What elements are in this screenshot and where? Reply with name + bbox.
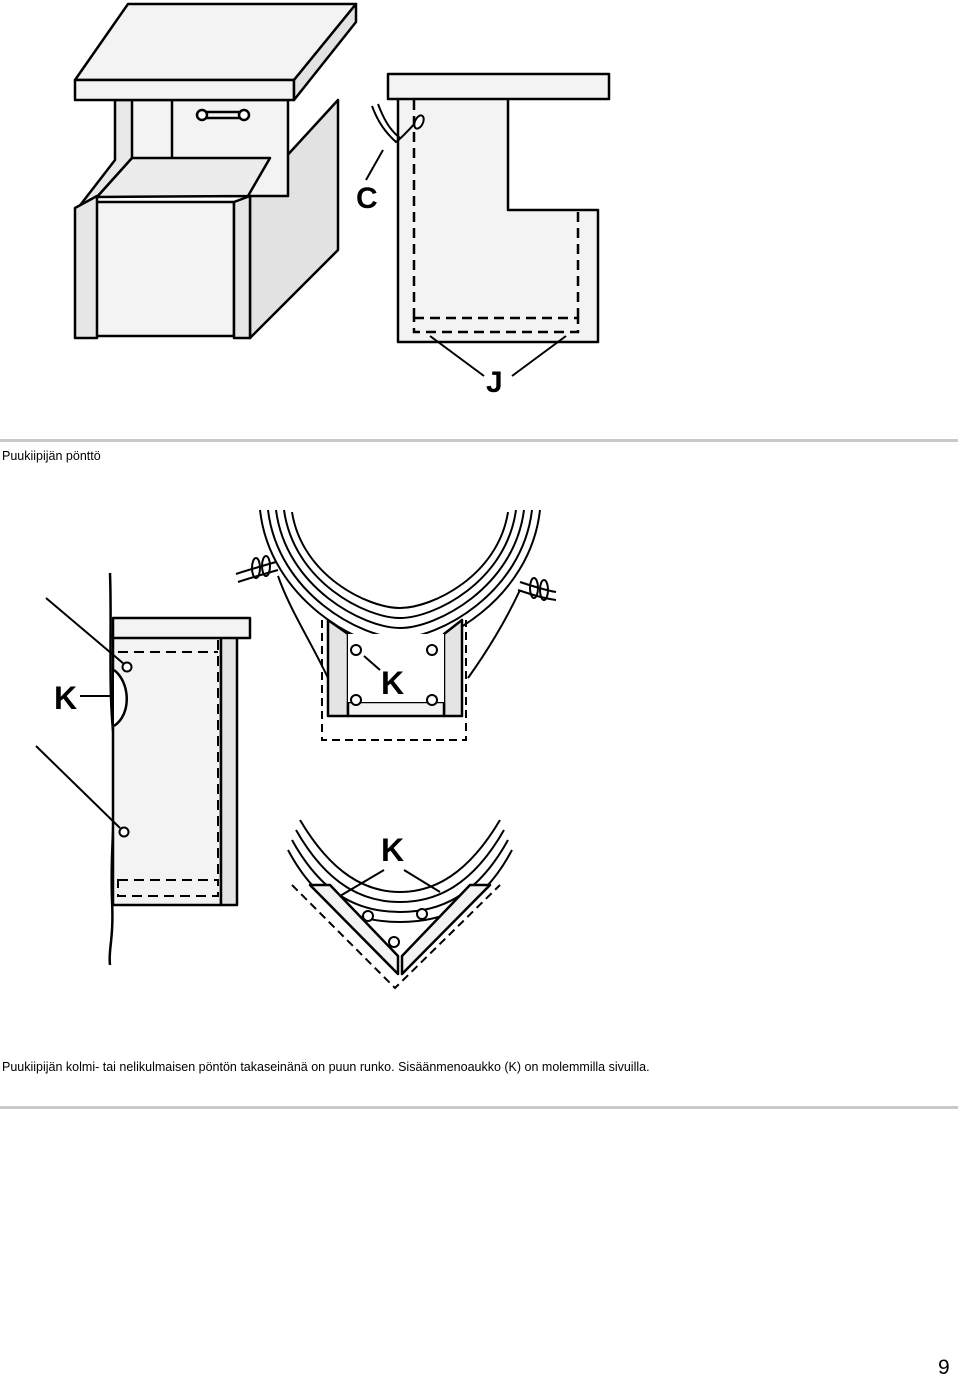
caption-nestbox: Puukiipijän pönttö [2,449,101,463]
section-divider [0,439,958,442]
nestbox-open-illustration: C J [73,2,611,399]
label-c: C [356,182,378,215]
label-k-triangle: K [381,832,404,868]
section-divider-2 [0,1106,958,1109]
label-k-side: K [54,680,77,716]
label-j: J [486,366,503,399]
caption-treecreeper: Puukiipijän kolmi- tai nelikulmaisen pön… [2,1060,650,1074]
treecreeper-box-illustration: K K [35,509,557,990]
page-number: 9 [938,1356,950,1379]
label-k-square: K [381,665,404,701]
